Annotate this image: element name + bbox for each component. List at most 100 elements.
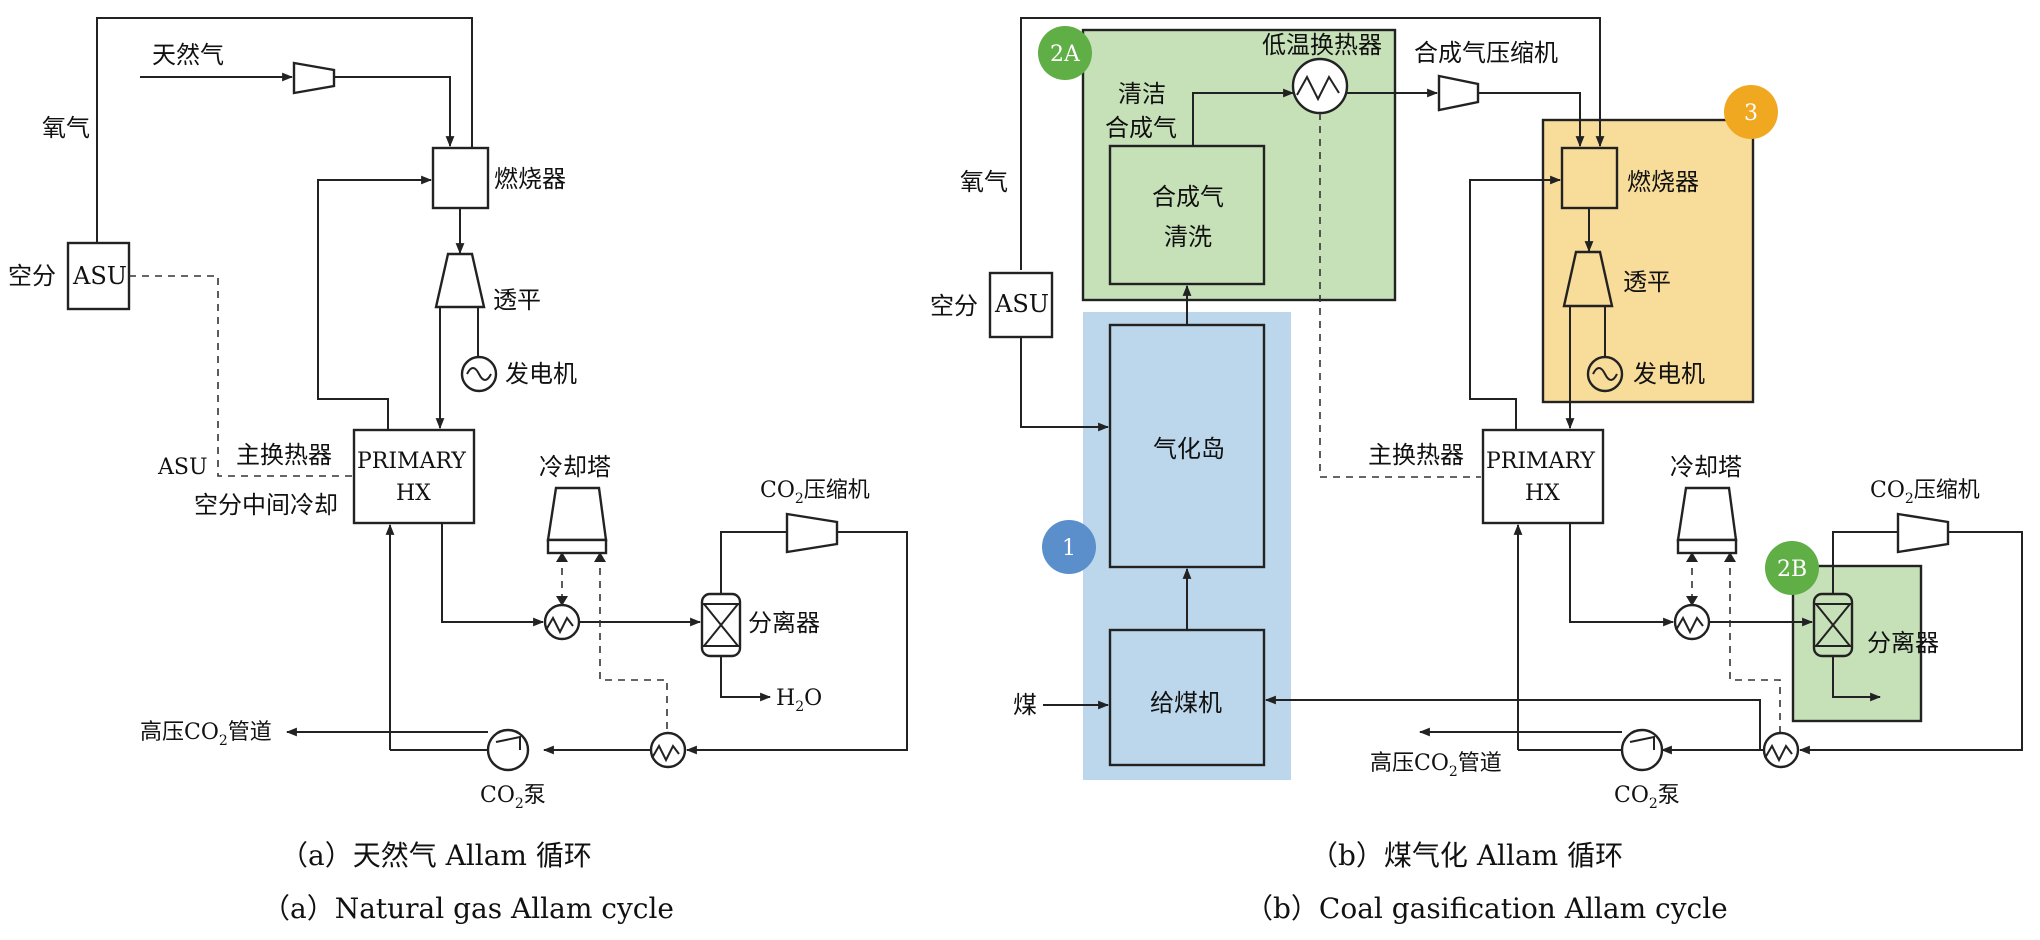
caption-cn-a: （a）天然气 Allam 循环 <box>280 839 592 872</box>
asu-box-label-a: ASU <box>72 262 127 290</box>
clean-syngas-label1: 清洁 <box>1118 80 1166 108</box>
co2-pump-symbol-a <box>495 735 521 750</box>
fuel-compressor-a <box>292 61 336 95</box>
generator-label-b: 发电机 <box>1633 360 1705 388</box>
zone-3-power-block <box>1541 118 1755 404</box>
cooling-tower-label-b: 冷却塔 <box>1670 453 1742 481</box>
main-hx-label-a: 主换热器 <box>236 441 332 469</box>
badge-2a <box>1038 26 1092 80</box>
cw-from-tower-a <box>599 555 668 733</box>
water-label-a: H2O <box>776 686 822 715</box>
cooling-tower-a <box>546 486 608 542</box>
main-hx-label-b: 主换热器 <box>1368 441 1464 469</box>
co2-compressor-a <box>785 512 839 554</box>
primary-hx-a <box>352 428 476 525</box>
generator-b <box>1586 355 1624 393</box>
cooling-tower-label-a: 冷却塔 <box>539 453 611 481</box>
generator-label-a: 发电机 <box>505 360 577 388</box>
oxygen-label-b: 氧气 <box>960 168 1008 196</box>
asu-cn-label-a: 空分 <box>8 262 56 290</box>
separator-x2-b <box>1815 603 1851 647</box>
badge-1-label: 1 <box>1062 536 1076 561</box>
cw-arrow-down-a <box>556 596 568 606</box>
caption-en-a: （a）Natural gas Allam cycle <box>262 892 674 925</box>
cooling-tower-base-b <box>1676 538 1738 555</box>
panel-b: 2A 1 3 2B 氧气 ASU 空分 气化岛 给煤机 煤 合成气 清洗 清洁 … <box>930 17 2023 925</box>
cooling-tower-base-a <box>546 538 608 555</box>
compressor-to-aftercooler-a <box>685 531 908 755</box>
pipeline-label-b: 高压CO2管道 <box>1370 751 1502 780</box>
fuel-to-combustor-a <box>334 76 455 148</box>
primary-hx-b <box>1481 428 1605 525</box>
lthx-dashed-b <box>1319 113 1481 478</box>
clean-syngas-label2: 合成气 <box>1105 114 1177 142</box>
badge-3 <box>1724 85 1778 139</box>
cw-arrow-up-a2 <box>594 552 606 562</box>
compressor-to-aftercooler-b <box>1798 531 2023 755</box>
separator-label-b: 分离器 <box>1867 629 1939 657</box>
pipeline-label-a: 高压CO2管道 <box>140 720 272 749</box>
aftercooler-symbol-a <box>651 743 680 763</box>
asu-left-label-a: ASU <box>157 455 208 480</box>
separator-label-a: 分离器 <box>748 609 820 637</box>
syngas-to-combustor-b <box>1478 92 1585 148</box>
cw-arrow-up-b2 <box>1724 552 1736 562</box>
generator-symbol-b <box>1592 367 1618 381</box>
asu-to-gasifier-b <box>1020 337 1110 432</box>
primary-hx-label2-b: HX <box>1525 481 1560 506</box>
asu-box-label-b: ASU <box>994 290 1049 318</box>
combustor-a <box>431 146 490 210</box>
badge-1 <box>1042 520 1096 574</box>
badge-2b-label: 2B <box>1777 557 1807 582</box>
combustor-label-b: 燃烧器 <box>1627 168 1699 196</box>
coal-feeder-label: 给煤机 <box>1150 689 1222 717</box>
low-temp-hx-symbol <box>1296 74 1340 102</box>
syngas-compressor-label: 合成气压缩机 <box>1414 39 1558 67</box>
hx-recycle-to-combustor-a <box>317 175 433 430</box>
cw-arrow-down-b <box>1686 596 1698 606</box>
cw-from-tower-b <box>1729 555 1781 733</box>
low-temp-hx-label: 低温换热器 <box>1262 31 1382 59</box>
separator-x2-a <box>703 603 739 647</box>
cw-arrow-up-a <box>556 552 568 562</box>
water-out-b <box>1832 656 1882 702</box>
water-out-a <box>720 656 772 702</box>
primary-hx-label1-b: PRIMARY <box>1486 449 1595 474</box>
turbine-b <box>1562 250 1614 308</box>
co2-pump-label-a: CO2泵 <box>480 783 546 812</box>
asu-intercool-label-a: 空分中间冷却 <box>194 491 338 519</box>
natural-gas-label: 天然气 <box>152 41 224 69</box>
syngas-compressor-b <box>1437 74 1480 112</box>
co2-pump-a <box>486 728 530 772</box>
oxygen-label-a: 氧气 <box>42 114 90 142</box>
caption-cn-b: （b）煤气化 Allam 循环 <box>1310 839 1623 872</box>
combustor-label-a: 燃烧器 <box>494 165 566 193</box>
panel-a: 燃烧器 天然气 氧气 透平 发电机 ASU 空分 PRIMARY HX 主换热器… <box>8 17 908 925</box>
cooler-symbol-b <box>1675 615 1704 635</box>
syngas-wash-label2: 清洗 <box>1164 223 1212 251</box>
oxygen-line-b <box>1020 17 1605 270</box>
generator-symbol-a <box>466 367 492 381</box>
aftercooler-symbol-b <box>1764 743 1793 763</box>
syngas-wash-label1: 合成气 <box>1152 183 1224 211</box>
hx-recycle-to-combustor-b <box>1469 175 1562 430</box>
coal-label: 煤 <box>1013 691 1037 719</box>
separator-to-compressor-a <box>720 531 787 594</box>
cw-arrow-up-b <box>1686 552 1698 562</box>
co2-pump-symbol-b <box>1629 735 1655 750</box>
separator-to-compressor-b <box>1832 531 1898 594</box>
wash-to-lthx-b <box>1192 88 1295 146</box>
primary-hx-label2-a: HX <box>396 481 431 506</box>
turbine-a <box>434 252 486 309</box>
cooling-tower-b <box>1676 486 1738 542</box>
co2-pump-label-b: CO2泵 <box>1614 783 1680 812</box>
zone-1-gasification <box>1083 312 1291 780</box>
zone-2a-syngas-cleanup <box>1081 28 1397 302</box>
asu-cn-label-b: 空分 <box>930 292 978 320</box>
primary-hx-label1-a: PRIMARY <box>357 449 466 474</box>
badge-3-label: 3 <box>1744 101 1758 126</box>
turbine-label-a: 透平 <box>493 286 541 314</box>
co2-pump-b <box>1620 728 1664 772</box>
syngas-wash-b <box>1108 144 1266 286</box>
